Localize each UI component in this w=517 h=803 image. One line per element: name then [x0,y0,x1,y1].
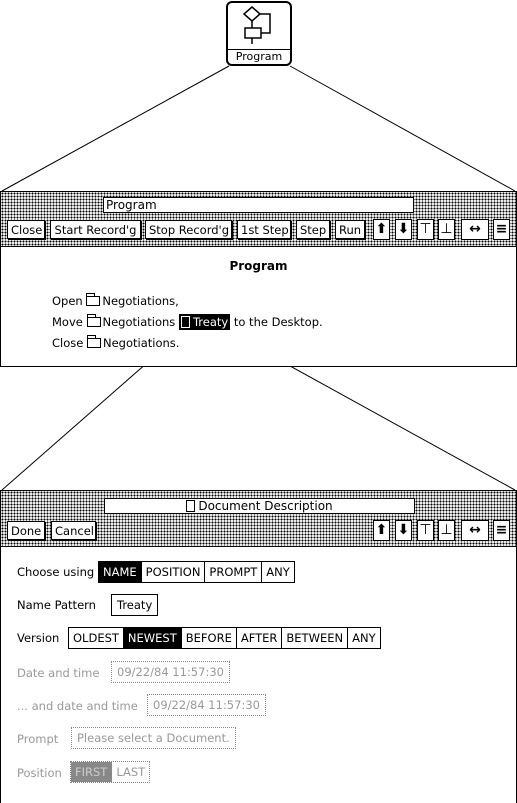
menu-icon[interactable]: ≡ [493,520,510,541]
flowchart-icon [242,6,271,44]
version-label: Version [17,631,60,645]
date-time-label: Date and time [17,666,100,680]
name-pattern-field[interactable]: Treaty [111,594,159,616]
program-icon-label: Program [228,49,290,64]
step-button[interactable]: Step [296,220,330,239]
folder-icon [86,335,101,348]
scroll-down-icon[interactable]: ⬇ [395,219,412,240]
position-label: Position [17,766,62,780]
resize-horizontal-icon[interactable]: ↔ [461,219,489,240]
resize-horizontal-icon[interactable]: ↔ [461,520,489,541]
name-pattern-label: Name Pattern [17,598,96,612]
close-button[interactable]: Close [7,220,45,239]
program-window: Program Close Start Record'g Stop Record… [0,191,517,367]
option-first[interactable]: FIRST [71,762,113,782]
and-date-time-field[interactable]: 09/22/84 11:57:30 [147,694,266,716]
option-any-version[interactable]: ANY [352,631,376,645]
option-name[interactable]: NAME [99,562,142,582]
version-options: OLDEST NEWEST BEFORE AFTER BETWEEN ANY [68,627,381,649]
folder-icon [86,314,101,327]
scroll-top-icon[interactable]: ⊤ [417,520,434,541]
stop-recording-button[interactable]: Stop Record'g [145,220,232,239]
document-icon [180,316,190,328]
program-window-title: Program [103,197,414,213]
folder-icon [86,293,101,306]
position-options: FIRST LAST [70,761,151,783]
program-icon[interactable]: Program [226,1,292,66]
option-before[interactable]: BEFORE [182,628,237,648]
option-between[interactable]: BETWEEN [282,628,349,648]
choose-using-label: Choose using [17,565,95,579]
program-line-open: Open Negotiations, [52,293,179,308]
option-last[interactable]: LAST [116,765,146,779]
scroll-top-icon[interactable]: ⊤ [417,219,434,240]
option-oldest[interactable]: OLDEST [69,628,124,648]
document-description-window: Document Description Done Cancel ⬆ ⬇ ⊤ ⊥… [0,490,517,803]
document-icon [186,500,196,512]
choose-using-options: NAME POSITION PROMPT ANY [98,561,295,583]
and-date-time-label: ... and date and time [17,699,138,713]
cancel-button[interactable]: Cancel [51,521,96,540]
prompt-field[interactable]: Please select a Document. [71,727,236,749]
option-after[interactable]: AFTER [237,628,283,648]
prompt-label: Prompt [17,732,59,746]
scroll-down-icon[interactable]: ⬇ [395,520,412,541]
option-any[interactable]: ANY [266,565,290,579]
treaty-reference[interactable]: Treaty [178,314,231,330]
program-line-close: Close Negotiations. [52,335,180,350]
description-window-title: Document Description [104,498,415,514]
scroll-bottom-icon[interactable]: ⊥ [438,520,455,541]
menu-icon[interactable]: ≡ [493,219,510,240]
start-recording-button[interactable]: Start Record'g [50,220,141,239]
option-prompt[interactable]: PROMPT [205,562,263,582]
scroll-up-icon[interactable]: ⬆ [373,219,390,240]
option-position[interactable]: POSITION [142,562,206,582]
program-line-move: Move Negotiations Treaty to the Desktop. [52,314,323,330]
date-time-field[interactable]: 09/22/84 11:57:30 [111,661,230,683]
program-heading: Program [229,259,288,273]
scroll-up-icon[interactable]: ⬆ [373,520,390,541]
option-newest[interactable]: NEWEST [123,628,182,648]
first-step-button[interactable]: 1st Step [237,220,291,239]
run-button[interactable]: Run [335,220,365,239]
done-button[interactable]: Done [7,521,45,540]
scroll-bottom-icon[interactable]: ⊥ [438,219,455,240]
